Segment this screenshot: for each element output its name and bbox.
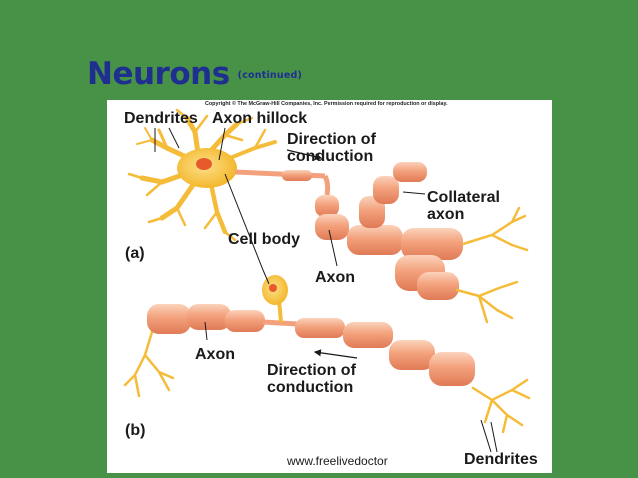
neuron-a-terminals: [455, 206, 529, 324]
direction-arrow-a: [286, 149, 323, 161]
label-cell-body: Cell body: [228, 231, 301, 248]
neuron-a-nucleus: [196, 158, 212, 170]
label-direction-a-line2: conduction: [287, 148, 374, 165]
neuron-b-terminals: [471, 378, 531, 434]
label-axon-a: Axon: [315, 269, 355, 286]
label-collateral-line2: axon: [427, 206, 465, 223]
neuron-diagram: [123, 108, 531, 453]
slide-title-text: Neurons: [87, 56, 230, 92]
direction-arrow-b: [313, 349, 358, 359]
label-dendrites-b: Dendrites: [464, 451, 538, 468]
label-axon-hillock: Axon hillock: [212, 110, 308, 127]
label-part-a: (a): [125, 245, 145, 262]
neuron-a-collateral: [359, 162, 427, 228]
neuron-a-branch: [395, 255, 459, 300]
label-collateral-line1: Collateral: [427, 189, 500, 206]
neuron-b-axon: [147, 304, 475, 386]
neuron-figure: Copyright © The McGraw-Hill Companies, I…: [107, 100, 552, 473]
neuron-a-axon: [234, 169, 463, 260]
label-direction-a-line1: Direction of: [287, 131, 376, 148]
label-direction-b-line2: conduction: [267, 379, 354, 396]
neuron-b-dendrites: [123, 330, 175, 398]
leader-lines: [154, 127, 498, 453]
neuron-b-nucleus: [269, 284, 277, 292]
copyright-notice: Copyright © The McGraw-Hill Companies, I…: [205, 101, 448, 107]
label-direction-b-line1: Direction of: [267, 362, 356, 379]
label-dendrites-a: Dendrites: [124, 110, 198, 127]
watermark-text: www.freelivedoctor: [287, 454, 388, 468]
label-part-b: (b): [125, 422, 146, 439]
label-axon-b: Axon: [195, 346, 235, 363]
slide-title-note: (continued): [237, 70, 303, 81]
slide-title: Neurons (continued): [87, 52, 302, 98]
